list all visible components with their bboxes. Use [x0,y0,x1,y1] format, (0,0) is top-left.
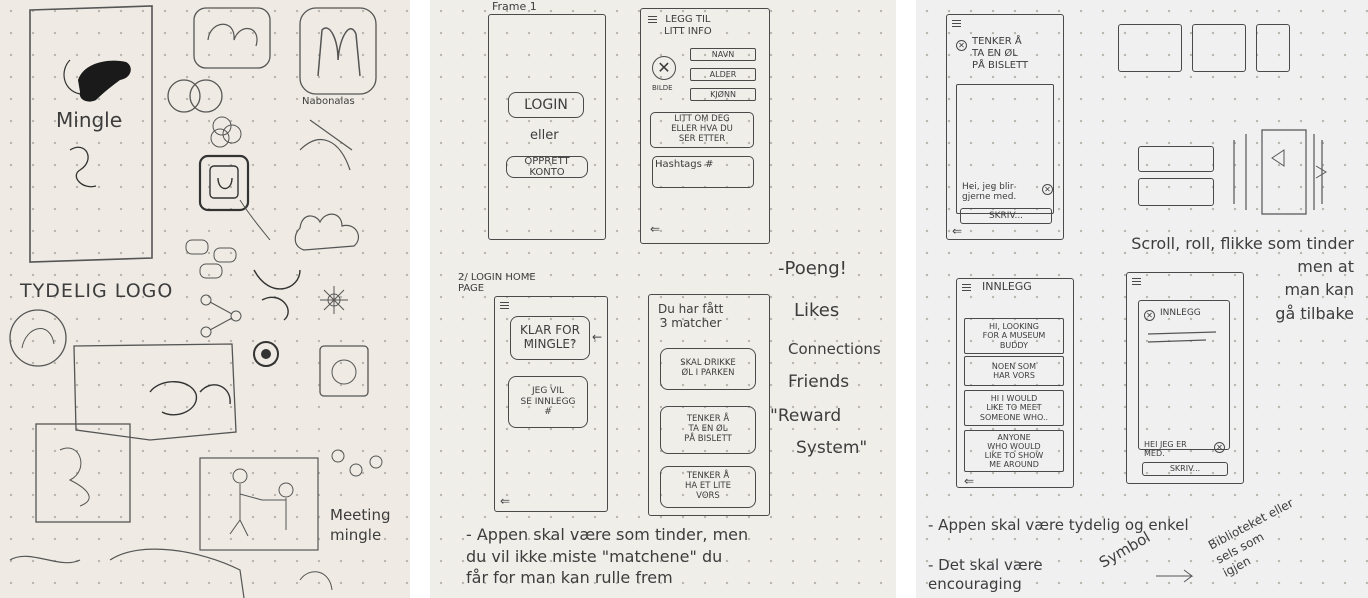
eller-text: eller [530,128,559,143]
back-arrow-icon[interactable]: ⇐ [952,224,963,238]
bottom-note-2: - Det skal være encouraging [928,556,1043,593]
phone-home [494,296,608,512]
note-likes: Likes [794,300,840,321]
reply-message: HEI JEG ER MED. [1144,440,1187,459]
photo-placeholder-icon[interactable]: ✕ [652,56,676,80]
tydelig-logo-label: TYDELIG LOGO [20,280,174,302]
menu-icon[interactable] [500,302,509,309]
write-input[interactable]: SKRIV... [960,208,1052,224]
note-friends: Friends [788,372,850,392]
note-top: Nabonalas [302,96,355,107]
list-sketch-2 [1138,178,1214,206]
logo-word: Mingle [56,108,123,132]
post-card-1[interactable]: HI, LOOKING FOR A MUSEUM BUDDY [964,318,1064,354]
gender-field[interactable]: KJØNN [690,88,756,101]
note-system: System" [796,438,868,458]
phone-chat [946,14,1064,240]
card-sketch-2 [1192,24,1246,72]
menu-icon[interactable] [1132,278,1141,285]
name-field[interactable]: NAVN [690,48,756,61]
swipe-cards-sketch [1156,129,1327,583]
post-card-4[interactable]: ANYONE WHO WOULD LIKE TO SHOW ME AROUND [964,430,1064,472]
post-detail-card [1138,300,1230,450]
card-sketch-1 [1118,24,1182,72]
close-icon[interactable]: ✕ [956,40,967,51]
ready-to-mingle-button[interactable]: KLAR FOR MINGLE? [510,316,590,360]
post-card-2[interactable]: NOEN SOM HAR VORS [964,356,1064,386]
post-card-3[interactable]: HI I WOULD LIKE TO MEET SOMEONE WHO.. [964,390,1064,426]
chat-area [956,84,1054,214]
post-text-lines [1147,331,1217,343]
sketch-page-chat: ✕ TENKER Å TA EN ØL PÅ BISLETT Hei, jeg … [916,0,1368,598]
write-input[interactable]: SKRIV... [1142,462,1228,476]
view-posts-button[interactable]: JEG VIL SE INNLEGG # [508,376,588,428]
phone-posts [956,278,1074,488]
about-field[interactable]: LITT OM DEG ELLER HVA DU SER ETTER [650,112,754,148]
phone-outline [9,5,383,598]
match-card-2[interactable]: TENKER Å TA EN ØL PÅ BISLETT [660,406,756,454]
scroll-note: Scroll, roll, flikke som tinder men at m… [1131,234,1354,323]
close-icon[interactable]: ✕ [1042,184,1053,195]
close-icon[interactable]: ✕ [1144,310,1155,321]
sketch-page-logos: Mingle TYDELIG LOGO Nabonalas Meeting mi… [0,0,410,598]
phone-add-info [640,8,770,244]
chat-message: Hei, jeg blir gjerne med. [962,182,1017,203]
hashtags-field[interactable]: Hashtags # [652,156,754,188]
chat-title: TENKER Å TA EN ØL PÅ BISLETT [972,36,1029,71]
menu-icon[interactable] [962,284,971,291]
back-arrow-icon[interactable]: ⇐ [650,222,661,236]
bottom-note: - Appen skal være som tinder, men du vil… [466,525,749,588]
login-button[interactable]: LOGIN [508,92,584,118]
back-arrow-icon[interactable]: ⇐ [964,474,975,488]
match-card-1[interactable]: SKAL DRIKKE ØL I PARKEN [660,348,756,390]
back-arrow-icon[interactable]: ⇐ [500,494,511,508]
note-connections: Connections [788,340,881,358]
frame-title: Frame 1 [492,0,537,13]
phone-matches [648,294,770,516]
home-title: 2/ LOGIN HOME PAGE [458,272,536,294]
photo-label: BILDE [652,84,673,92]
phone-post-detail [1126,272,1244,484]
age-field[interactable]: ALDER [690,68,756,81]
note-points: -Poeng! [778,258,847,279]
menu-icon[interactable] [952,20,961,27]
add-info-title: LEGG TIL LITT INFO [664,14,712,37]
sketch-page-wireframes: Frame 1 LOGIN eller OPPRETT KONTO LEGG T… [430,0,896,598]
card-sketch-3 [1256,24,1290,72]
menu-icon[interactable] [648,16,657,23]
create-account-button[interactable]: OPPRETT KONTO [506,156,588,178]
note-reward: "Reward [770,406,842,426]
match-card-3[interactable]: TENKER Å HA ET LITE VORS [660,466,756,508]
note-meeting: Meeting mingle [330,506,391,544]
close-icon[interactable]: ✕ [1214,442,1225,453]
phone-login [488,14,606,240]
matches-title: Du har fått 3 matcher [658,302,724,331]
post-detail-title: INNLEGG [1160,308,1201,318]
pointer-arrow-icon: ← [592,330,603,344]
bottom-note-1: - Appen skal være tydelig og enkel [928,516,1189,534]
list-sketch-1 [1138,146,1214,172]
posts-title: INNLEGG [982,280,1032,293]
